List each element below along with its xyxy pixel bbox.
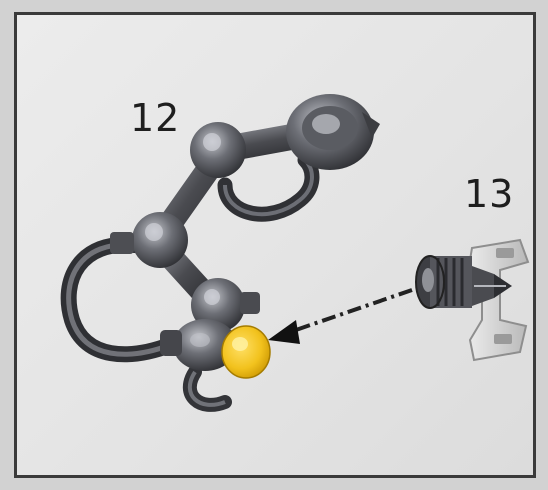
bent-tube-assembly-icon — [60, 94, 380, 412]
push-in-clip-icon — [415, 238, 530, 362]
step-number-12: 12 — [130, 96, 181, 140]
yellow-connector-icon — [221, 325, 271, 379]
dashed-arrow-icon — [268, 288, 413, 344]
step-number-13: 13 — [464, 172, 515, 216]
